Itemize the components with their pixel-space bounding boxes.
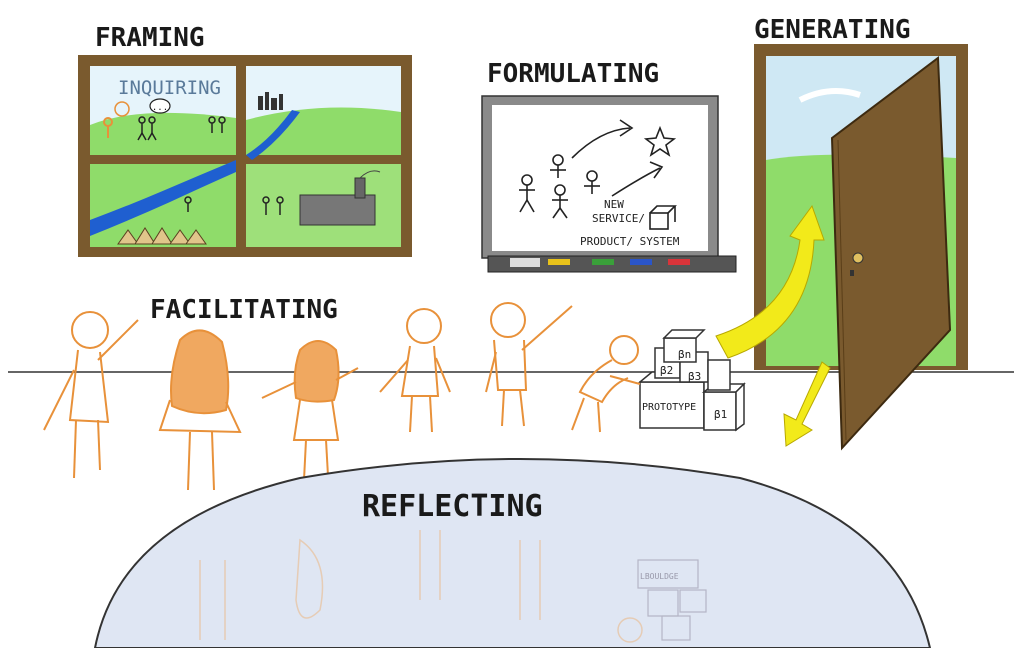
person-2 [158,329,242,491]
whiteboard: NEW SERVICE/ PRODUCT/ SYSTEM [481,95,737,273]
beta-1-label: β1 [714,408,727,421]
inquiring-label: INQUIRING [118,77,221,99]
framing-window: ... INQUIRING [78,55,412,257]
person-1 [43,311,139,479]
upward-arrow [715,204,825,359]
generating-label: GENERATING [754,15,911,45]
person-3 [261,340,359,481]
framing-label: FRAMING [95,23,205,53]
speech-bubble-text: ... [152,103,168,113]
beta-3-label: β3 [688,370,701,383]
facilitating-group [43,302,641,491]
reflecting-label: REFLECTING [362,489,543,524]
prototype-label: PROTOTYPE [642,402,696,413]
whiteboard-text-2: SERVICE/ [592,212,645,225]
factory-sketch [299,170,381,226]
person-5 [485,302,573,427]
whiteboard-text-3: PRODUCT/ SYSTEM [580,235,680,248]
downward-arrow [783,361,831,447]
beta-n-label: βn [678,348,691,361]
open-door [830,56,952,451]
formulating-label: FORMULATING [487,59,659,89]
person-4 [379,308,451,433]
facilitating-label: FACILITATING [150,295,338,325]
reflection-box-label: LBOULDGE [640,572,679,581]
person-6 [571,335,641,433]
whiteboard-text-1: NEW [604,198,624,211]
reflecting-pool: LBOULDGE [93,458,932,648]
prototype-boxes [637,329,746,432]
beta-2-label: β2 [660,364,673,377]
